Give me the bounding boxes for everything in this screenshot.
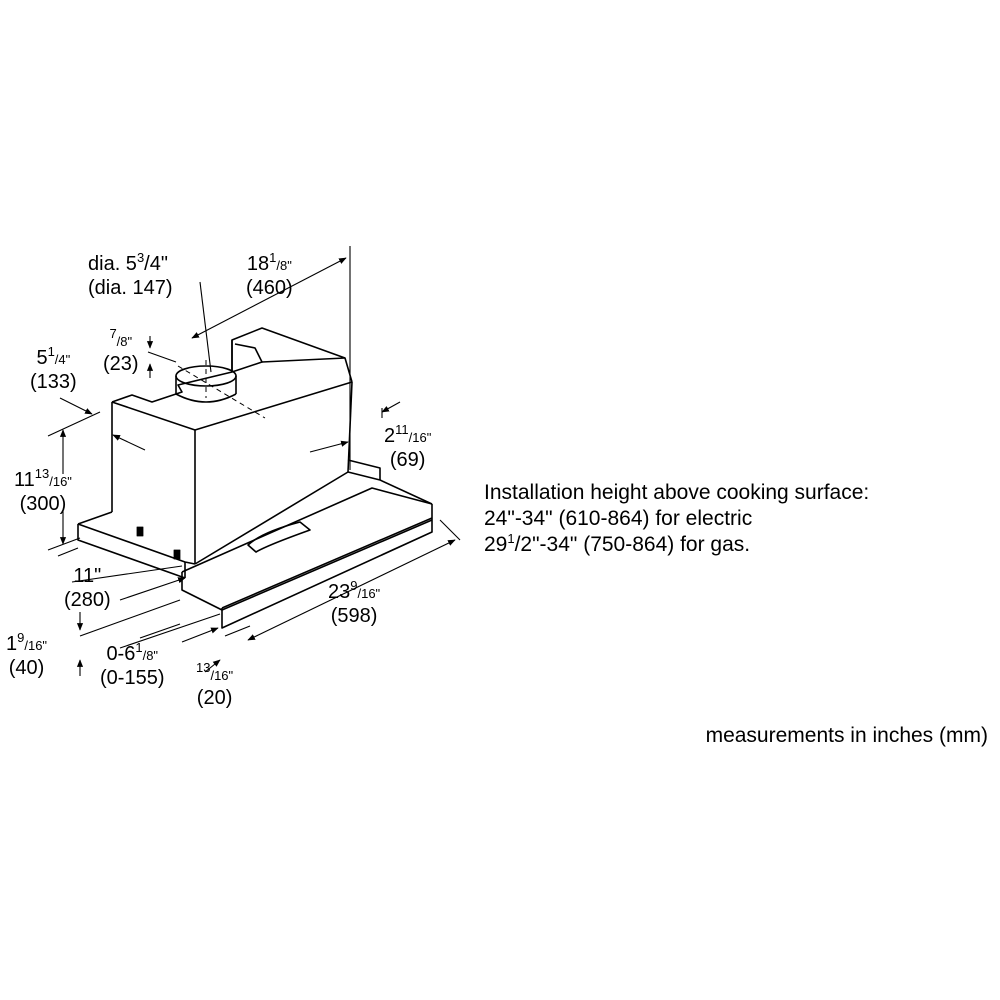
dimension-lines — [47, 246, 461, 676]
units-note: measurements in inches (mm) — [705, 724, 988, 747]
hood-height-label: 1113/16" (300) — [14, 466, 72, 515]
base-plate — [77, 511, 196, 579]
installation-note: Installation height above cooking surfac… — [484, 480, 869, 558]
depth-top-label: 181/8" (460) — [246, 250, 293, 299]
rear-offset-label: 211/16" (69) — [384, 422, 432, 471]
extension-label: 0-61/8" (0-155) — [100, 640, 165, 689]
duct-diameter-label: dia. 53/4" (dia. 147) — [88, 250, 173, 299]
installation-note-line1: Installation height above cooking surfac… — [484, 481, 870, 504]
upper-housing — [111, 327, 353, 564]
body-depth-label: 11" (280) — [64, 565, 111, 611]
collar-height-label: 7/8" (23) — [103, 326, 139, 375]
center-lines — [177, 360, 266, 419]
installation-note-line2: 24"-34" (610-864) for electric — [484, 507, 753, 530]
duct-offset-label: 51/4" (133) — [30, 344, 77, 393]
installation-note-line3: 291/2"-34" (750-864) for gas. — [484, 531, 751, 556]
base-height-label: 19/16" (40) — [6, 630, 48, 679]
width-label: 239/16" (598) — [328, 578, 381, 627]
slide-out-drawer — [181, 459, 433, 629]
front-lip-label: 13/16" (20) — [196, 660, 234, 709]
duct-collar — [175, 365, 237, 403]
